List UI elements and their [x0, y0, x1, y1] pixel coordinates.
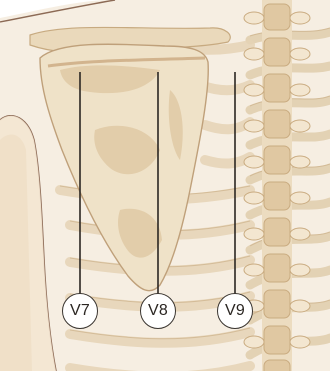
lead-v7-label: V7 [62, 293, 98, 329]
lead-v9-label: V9 [217, 293, 253, 329]
lead-v8-label: V8 [140, 293, 176, 329]
